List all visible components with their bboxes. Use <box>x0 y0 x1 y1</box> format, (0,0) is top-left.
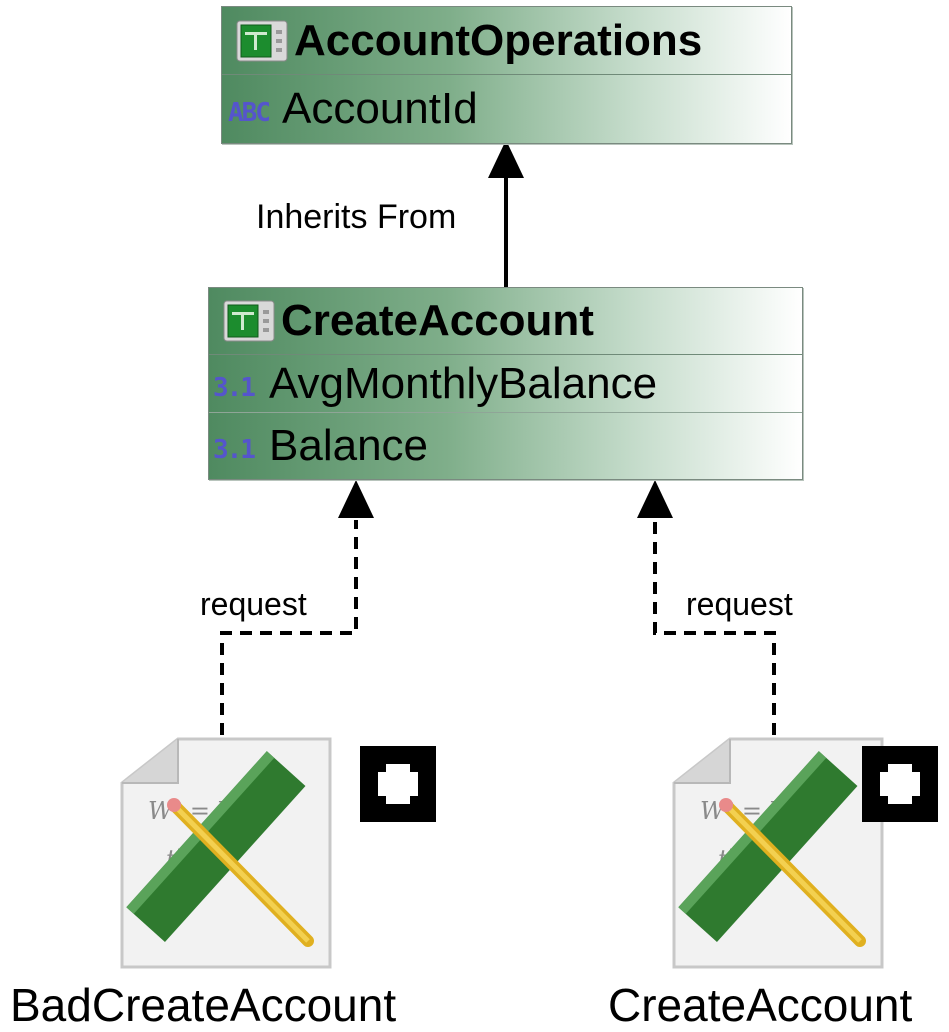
attribute-name: Balance <box>269 421 429 470</box>
class-name: AccountOperations <box>294 15 703 65</box>
number-type-icon: 3.1 <box>211 366 263 403</box>
attribute-name: AvgMonthlyBalance <box>269 358 658 408</box>
node-label: CreateAccount <box>608 979 913 1031</box>
class-name: CreateAccount <box>281 296 594 345</box>
expand-plus-icon[interactable] <box>360 746 436 822</box>
inherits-label: Inherits From <box>256 198 457 236</box>
inherits-arrowhead <box>488 140 524 178</box>
attribute-name: AccountId <box>282 84 478 133</box>
class-header: CreateAccount <box>209 288 802 355</box>
class-header: AccountOperations <box>222 7 791 75</box>
class-icon <box>236 20 288 62</box>
svg-text:ABC: ABC <box>228 98 269 127</box>
formula-document-icon[interactable]: W² = Y th <box>670 735 890 971</box>
request-label-left: request <box>200 586 307 622</box>
request-line-right <box>653 520 776 735</box>
request-arrowhead-right <box>637 480 673 518</box>
expand-plus-icon[interactable] <box>862 746 938 822</box>
formula-document-icon[interactable]: W² = Y th <box>118 735 338 971</box>
request-arrowhead-left <box>338 480 374 518</box>
class-create-account[interactable]: CreateAccount 3.1 AvgMonthlyBalance 3.1 … <box>208 287 803 480</box>
number-type-icon: 3.1 <box>211 428 263 465</box>
svg-text:3.1: 3.1 <box>213 373 255 402</box>
class-account-operations[interactable]: AccountOperations ABC AccountId <box>221 6 792 144</box>
attribute-row[interactable]: 3.1 AvgMonthlyBalance <box>209 355 802 413</box>
attribute-row[interactable]: ABC AccountId <box>222 75 791 143</box>
request-line-left <box>220 520 358 735</box>
request-label-right: request <box>686 586 793 622</box>
attribute-row[interactable]: 3.1 Balance <box>209 413 802 479</box>
svg-text:3.1: 3.1 <box>213 435 255 464</box>
node-label: BadCreateAccount <box>10 979 397 1031</box>
class-icon <box>223 300 275 342</box>
string-type-icon: ABC <box>226 91 278 128</box>
